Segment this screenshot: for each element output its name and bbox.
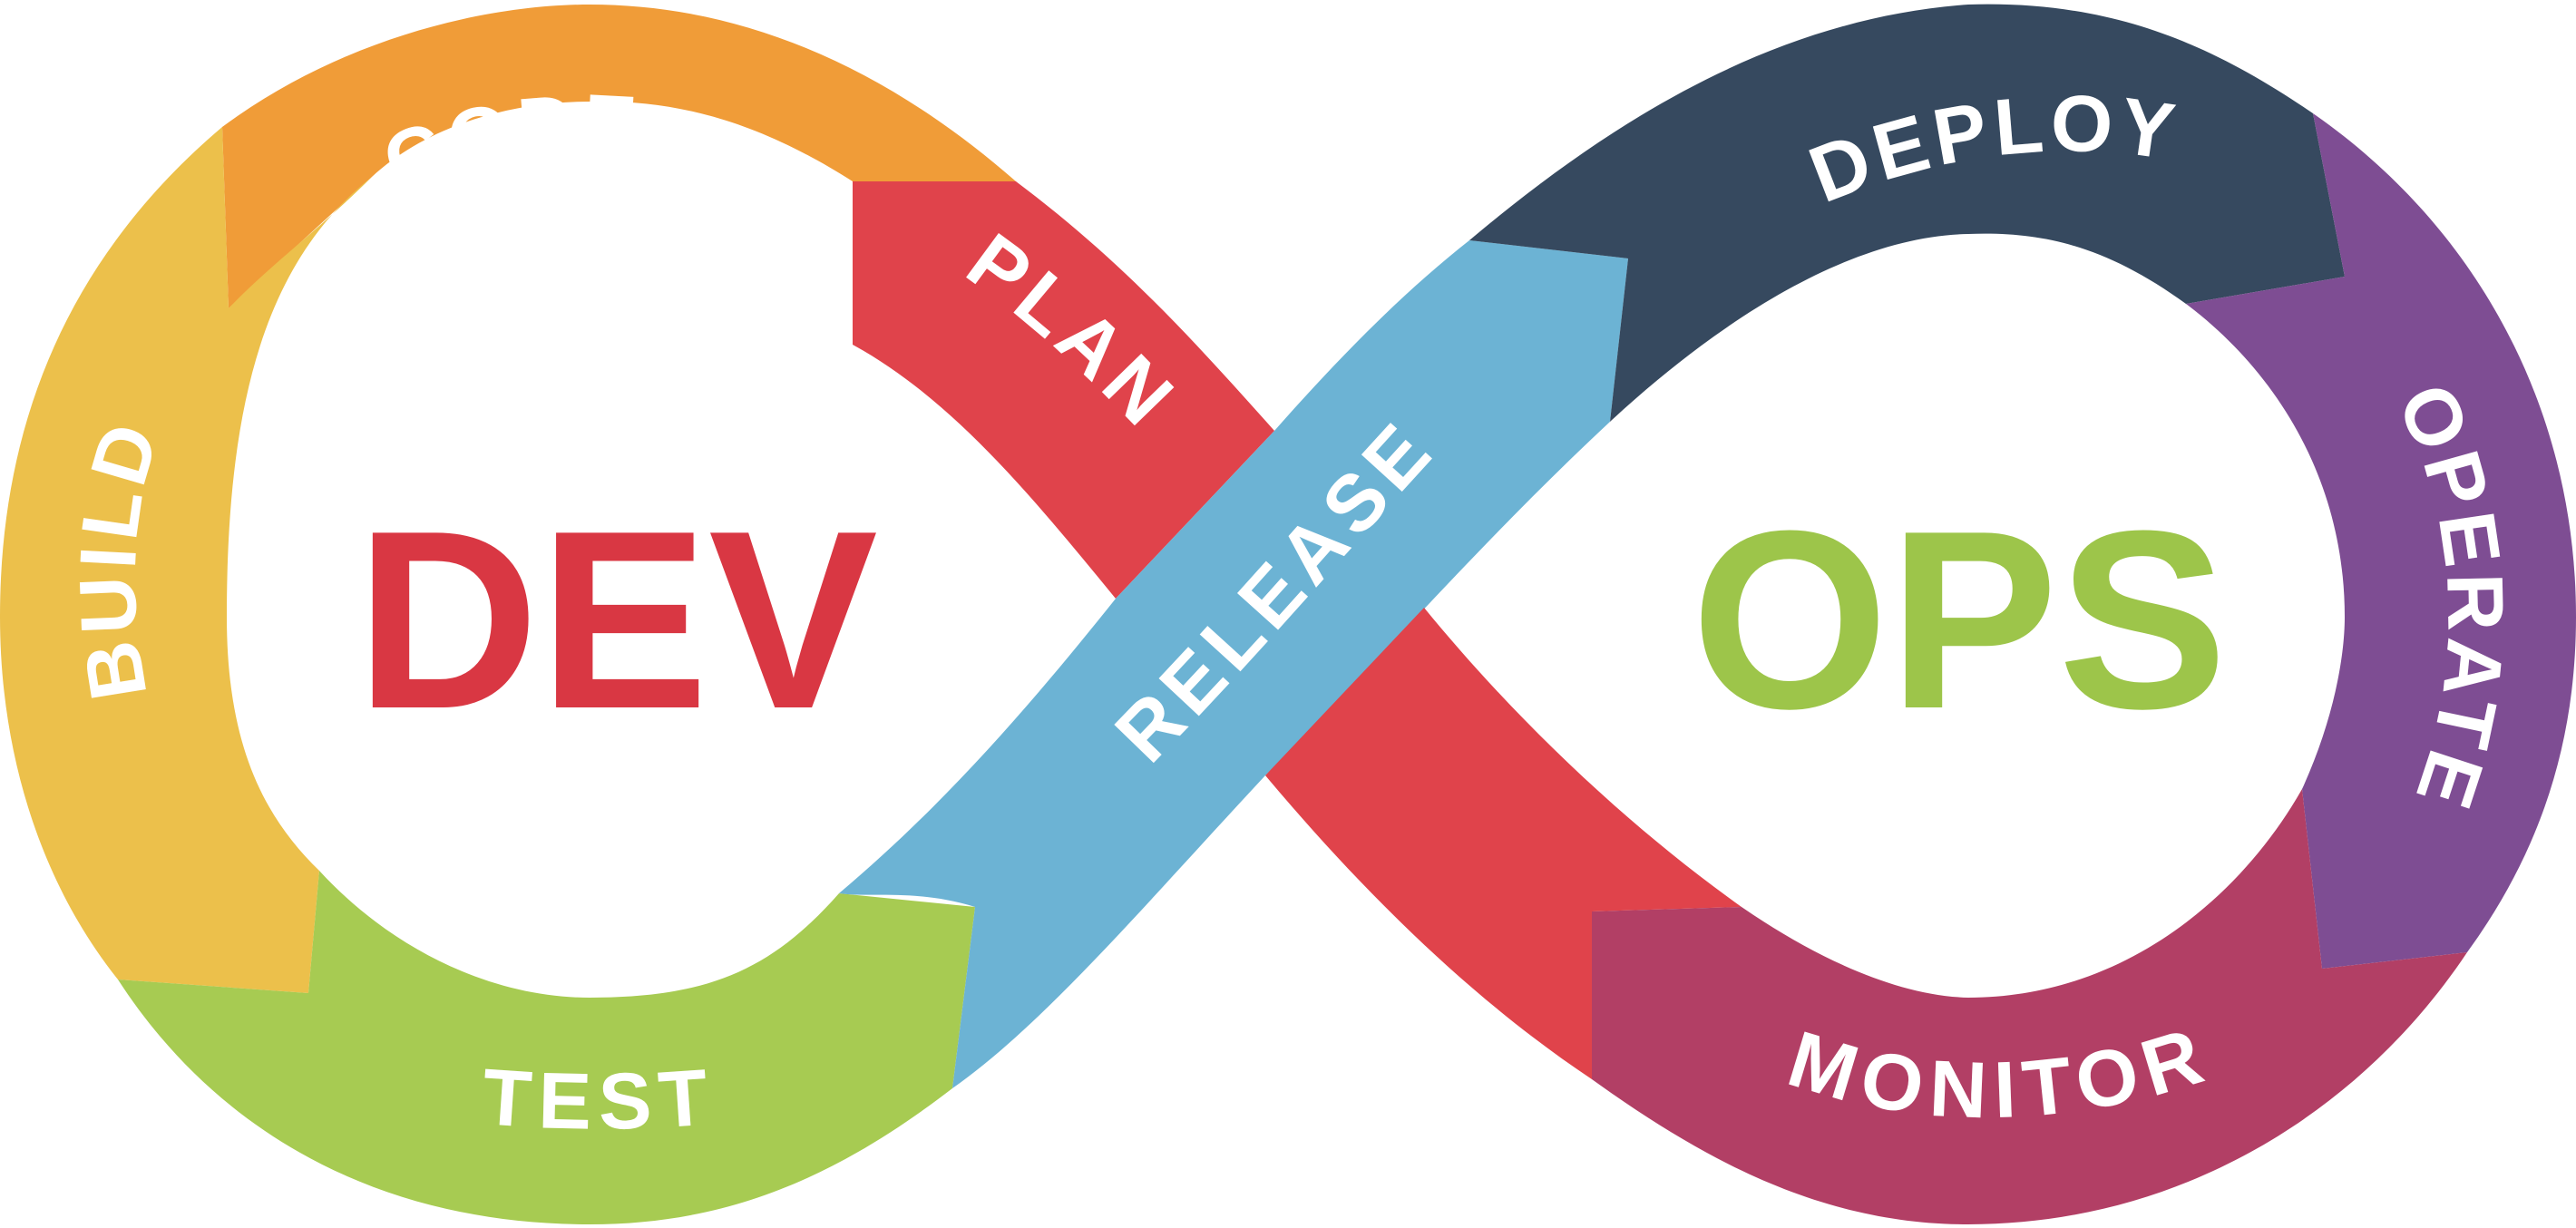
segment-code (222, 5, 1016, 308)
phase-label-test: TEST (480, 1051, 717, 1146)
segment-operate (2186, 113, 2576, 969)
segment-monitor (1592, 789, 2467, 1224)
segment-plan (853, 181, 1274, 599)
segment-build (0, 127, 372, 993)
segment-test (118, 871, 975, 1224)
ops-label: OPS (1691, 479, 2227, 762)
segment-plan-lower (1265, 608, 1742, 1079)
phase-label-build: BUILD (62, 407, 177, 707)
dev-label: DEV (356, 479, 879, 762)
segment-release (839, 240, 1628, 1088)
segment-deploy (1469, 4, 2345, 423)
